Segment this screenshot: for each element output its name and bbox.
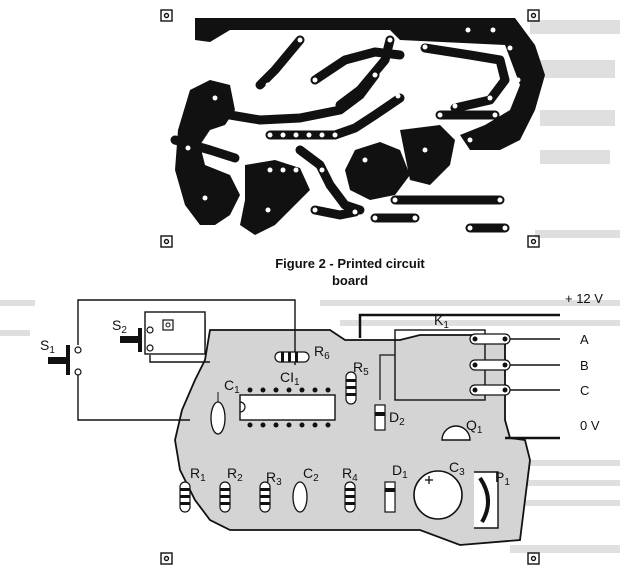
label-c3: C3 <box>449 459 465 478</box>
label-c2: C2 <box>303 465 319 484</box>
figure-caption-line1: Figure 2 - Printed circuit <box>275 256 425 271</box>
terminal-c: C <box>580 383 589 398</box>
background-bleed <box>0 20 620 553</box>
label-c1: C1 <box>224 377 240 396</box>
label-k1: K1 <box>434 312 449 331</box>
label-d2: D2 <box>389 409 405 428</box>
label-q1: Q1 <box>466 417 483 436</box>
figure-caption-line2: board <box>332 273 368 288</box>
label-d1: D1 <box>392 462 408 481</box>
terminal-0v: 0 V <box>580 418 600 433</box>
label-r2: R2 <box>227 465 243 484</box>
label-r5: R5 <box>353 359 369 378</box>
terminal-labels: + 12 V A B C 0 V <box>565 291 603 433</box>
terminal-plus12v: + 12 V <box>565 291 603 306</box>
label-r4: R4 <box>342 465 358 484</box>
label-s1: S1 <box>40 337 55 356</box>
pcb-copper-pattern <box>160 9 545 248</box>
label-r6: R6 <box>314 343 330 362</box>
terminal-b: B <box>580 358 589 373</box>
label-ci1: CI1 <box>280 369 300 388</box>
label-r1: R1 <box>190 465 206 484</box>
label-r3: R3 <box>266 469 282 488</box>
component-layout <box>48 299 560 565</box>
label-s2: S2 <box>112 317 127 336</box>
component-labels: S1 S2 K1 R6 CI1 R5 C1 D2 Q1 R1 R2 R3 C2 … <box>40 312 510 488</box>
label-p1: P1 <box>495 469 510 488</box>
terminal-a: A <box>580 332 589 347</box>
